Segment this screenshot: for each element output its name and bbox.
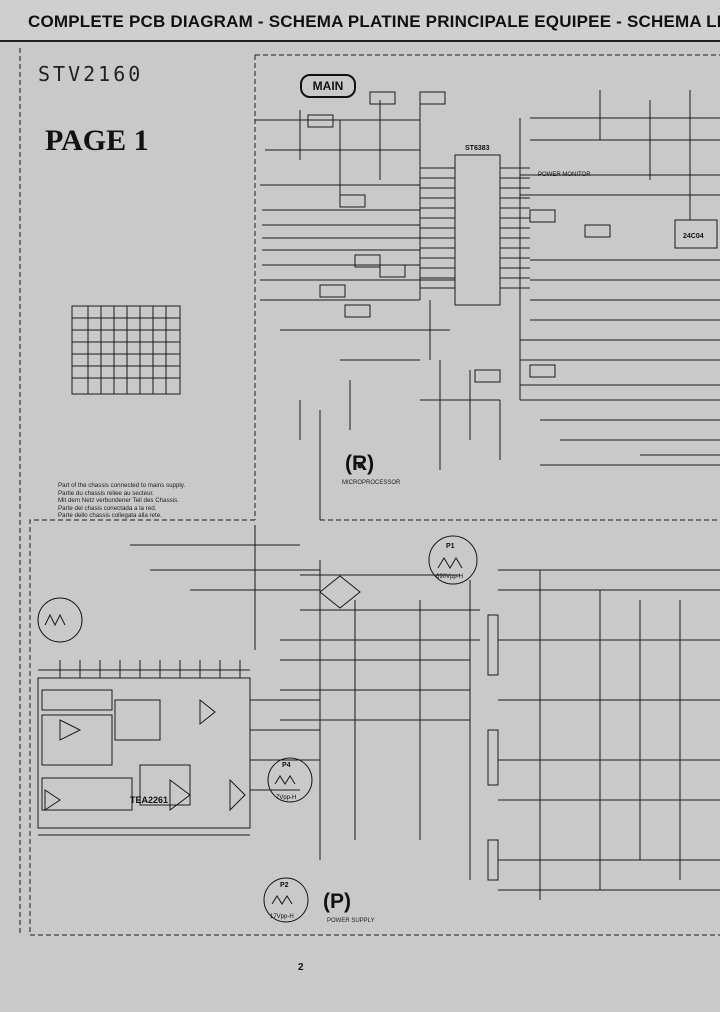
power-monitor-label: POWER MONITOR	[538, 172, 591, 178]
page-label: PAGE 1	[45, 124, 149, 157]
probe-p4-label: P4	[282, 762, 291, 769]
pin-voltage-table	[71, 305, 181, 395]
page-title: COMPLETE PCB DIAGRAM - SCHEMA PLATINE PR…	[28, 12, 720, 31]
section-p-subtitle: POWER SUPPLY	[327, 918, 375, 924]
ic-tea2261	[37, 677, 251, 829]
mains-warning-notes: Part of the chassis connected to mains s…	[58, 482, 248, 520]
note-line: Mit dem Netz verbundener Teil des Chassi…	[58, 497, 179, 505]
transformer-aux	[487, 729, 499, 786]
probe-p1-value: 690Vpp-H	[436, 574, 464, 580]
probe-p3-circle	[37, 597, 83, 643]
ic-st6383	[454, 154, 501, 306]
main-section-badge: MAIN	[300, 74, 356, 98]
ic-tea-label: TEA2261	[130, 795, 169, 805]
section-r-subtitle: MICROPROCESSOR	[342, 480, 401, 486]
note-line: Parte del chasis conectada a la red.	[58, 504, 157, 512]
section-p-tag: (P)	[323, 890, 351, 913]
page-header: COMPLETE PCB DIAGRAM - SCHEMA PLATINE PR…	[0, 0, 720, 42]
section-r-tag: (R)	[345, 452, 375, 475]
probe-p4-circle	[267, 757, 313, 803]
bridge-rectifier	[319, 575, 361, 609]
ic-memory-label: 24C04	[683, 233, 704, 240]
probe-p4-value: 7Vpp-H	[276, 795, 297, 801]
transformer-main	[487, 614, 499, 676]
probe-p1-label: P1	[446, 543, 455, 550]
probe-p2-circle	[263, 877, 309, 923]
probe-p1-circle	[428, 535, 478, 585]
ic-24c04	[674, 219, 718, 249]
probe-p2-value: 17Vpp-H	[270, 914, 294, 920]
note-line: Partie du chassis reliee au secteur.	[58, 489, 154, 497]
note-line: Part of the chassis connected to mains s…	[58, 482, 186, 489]
ic-main-label: ST6383	[465, 145, 490, 152]
probe-p2-label: P2	[280, 882, 289, 889]
model-label: STV2160	[38, 62, 144, 86]
page-number: 2	[298, 962, 304, 973]
note-line: Parte dello chassis collegata alla rete.	[58, 512, 162, 520]
